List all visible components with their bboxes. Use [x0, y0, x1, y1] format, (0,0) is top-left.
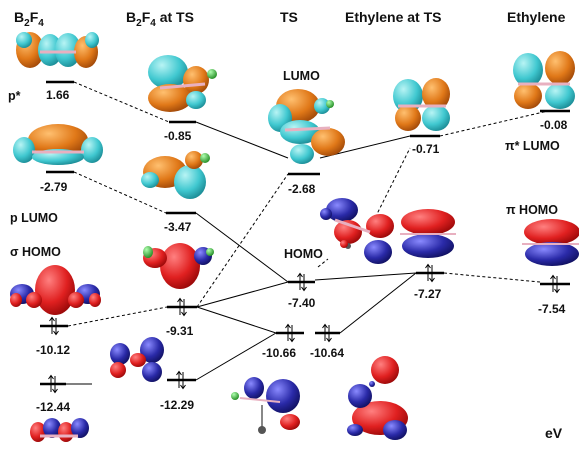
value-ethts-2: -7.27	[414, 287, 442, 301]
label-sigma-homo: σ HOMO	[10, 245, 61, 259]
orbital-b2f4ts-347	[141, 151, 210, 199]
line-279-to-347	[73, 171, 167, 214]
line-1229-to-ts1066	[195, 332, 277, 381]
label-pi-homo: π HOMO	[506, 203, 558, 217]
line-ethts-homo-to-071	[367, 147, 411, 233]
orbital-ts-lumo	[268, 89, 345, 164]
orbital-b2f4ts-931	[143, 243, 214, 289]
value-b2f4ts-4: -12.29	[160, 398, 194, 412]
orbital-b2f4ts-085	[148, 55, 217, 112]
line-931-to-ts268	[196, 173, 289, 308]
orbital-b2f4ts-1229	[110, 337, 164, 382]
label-pi-star-lumo: π* LUMO	[505, 139, 560, 153]
orbital-eth-008	[513, 51, 575, 109]
value-b2f4ts-1: -0.85	[164, 129, 192, 143]
correlation-lines	[66, 81, 549, 385]
value-ts-3: -10.66	[262, 346, 296, 360]
header-ts: TS	[280, 9, 298, 25]
value-ts-2: -7.40	[288, 296, 316, 310]
line-ts740-dash-short	[317, 258, 329, 268]
orbital-ethts-071	[393, 78, 450, 131]
header-b2f4-at-ts: B2F4 at TS	[126, 9, 194, 29]
spin-pair-ethts727	[425, 263, 435, 283]
orbital-eth-pi-homo	[522, 219, 579, 266]
line-085-to-ts268	[195, 121, 289, 159]
header-ethylene: Ethylene	[507, 9, 566, 25]
value-eth-2: -7.54	[538, 302, 566, 316]
line-pstar-to-085	[73, 81, 170, 123]
spin-pair-1244	[48, 374, 58, 394]
level-values: 1.66 -2.79 -10.12 -12.44 -0.85 -3.47 -9.…	[36, 88, 568, 414]
value-b2f4-3: -10.12	[36, 343, 70, 357]
label-ts-homo: HOMO	[284, 247, 323, 261]
spin-pair-1229	[176, 370, 186, 390]
line-931-to-ts1066	[196, 306, 277, 334]
orbital-ts-1066	[231, 377, 300, 434]
value-ethts-1: -0.71	[412, 142, 440, 156]
orbital-images	[10, 32, 579, 442]
label-unit-ev: eV	[545, 425, 563, 441]
value-ts-1: -2.68	[288, 182, 316, 196]
line-ts740-to-727	[314, 272, 417, 281]
orbital-b2f4-279	[13, 124, 103, 165]
line-931-to-ts740	[196, 281, 289, 308]
spin-pair-ts1064	[322, 323, 332, 343]
spin-pair-ts1066	[285, 323, 295, 343]
value-b2f4-1: 1.66	[46, 88, 70, 102]
value-b2f4-2: -2.79	[40, 180, 68, 194]
value-eth-1: -0.08	[540, 118, 568, 132]
spin-pair-1012	[49, 316, 59, 336]
orbital-ethts-homo	[400, 209, 456, 258]
line-347-to-ts740	[195, 212, 289, 283]
line-071-to-eth008	[439, 110, 549, 137]
electron-pairs	[48, 263, 560, 394]
value-b2f4ts-2: -3.47	[164, 220, 192, 234]
spin-pair-931	[177, 297, 187, 317]
label-p-lumo: p LUMO	[10, 211, 58, 225]
orbital-b2f4-1244	[30, 418, 89, 442]
value-ts-4: -10.64	[310, 346, 344, 360]
line-1064-to-727	[339, 272, 417, 334]
orbital-b2f4-sigma-homo	[10, 265, 101, 315]
value-b2f4ts-3: -9.31	[166, 324, 194, 338]
spin-pair-eth754	[550, 274, 560, 294]
spin-pair-ts740	[297, 272, 307, 292]
header-b2f4: B2F4	[14, 9, 44, 29]
label-ts-lumo: LUMO	[283, 69, 320, 83]
label-p-star: p*	[8, 89, 21, 103]
orbital-b2f4-pstar	[16, 32, 99, 68]
line-727-to-eth754	[443, 272, 541, 283]
orbital-ts-1064	[347, 356, 408, 440]
orbital-ts-homo	[320, 198, 394, 264]
line-1012-to-931	[67, 306, 168, 327]
header-ethylene-at-ts: Ethylene at TS	[345, 9, 441, 25]
energy-levels	[40, 80, 570, 386]
value-b2f4-4: -12.44	[36, 400, 70, 414]
